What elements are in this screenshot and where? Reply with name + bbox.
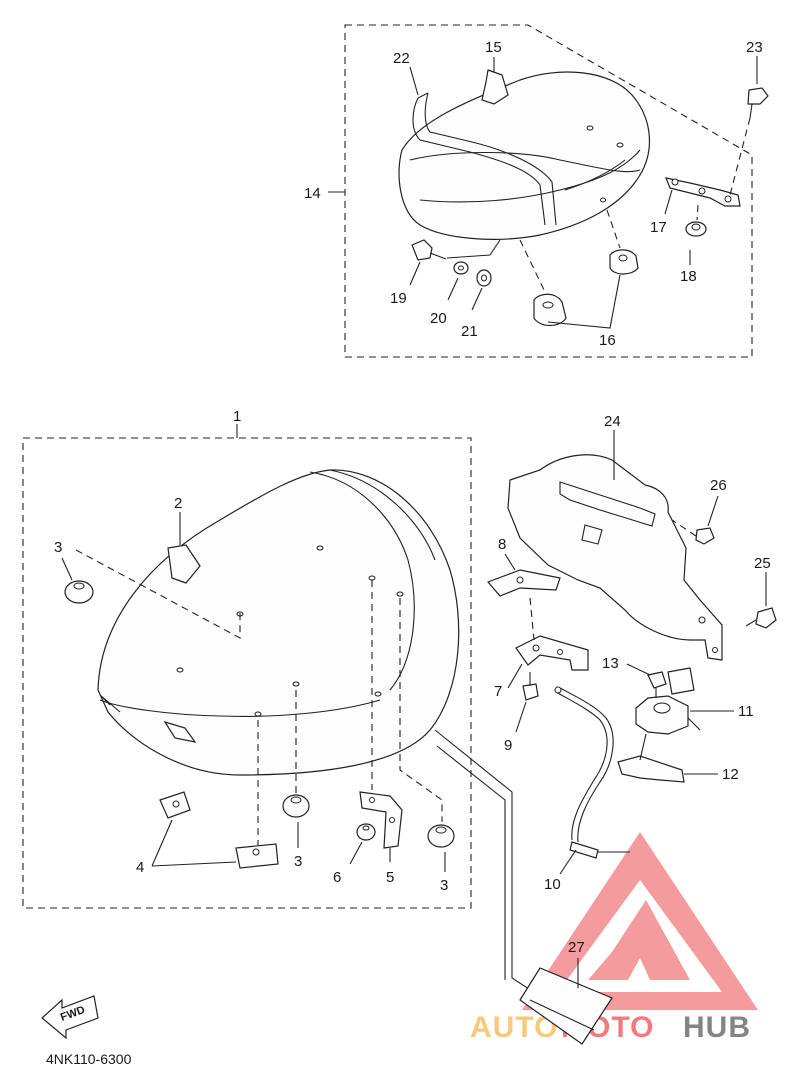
seat-strap-line [434,729,553,1005]
seat-lock-cable [554,686,630,859]
callout-24: 24 [604,413,621,430]
leader-21 [471,287,483,311]
leader-7 [507,663,523,689]
callout-23: 23 [746,39,763,56]
dash-16b [606,209,621,249]
rear-bracket [664,177,741,215]
callout-22: 22 [393,50,410,67]
bolt-23-icon [729,87,769,196]
caution-label-tag [481,69,509,105]
watermark-logo-icon [522,832,758,1010]
nut-4a-icon [159,791,191,819]
callout-2: 2 [174,495,182,512]
dash-18 [696,204,699,221]
dash-3a [75,549,241,639]
callout-8: 8 [498,536,506,553]
bracket-8-icon [486,569,561,597]
screw-13-icon [647,671,667,698]
rear-fender-cover [507,454,723,661]
damper-16b-icon [609,249,639,275]
collar-6-icon [356,823,376,841]
washer-21-icon [476,269,492,287]
group-1-frame [22,437,472,909]
damper-3b-icon [282,794,310,818]
seat-lock-11-icon [635,667,701,735]
forward-arrow-icon: FWD [41,995,99,1040]
callout-12: 12 [722,766,739,783]
callout-27: 27 [568,939,585,956]
leader-22 [409,66,419,96]
dash-3c [399,598,443,822]
leader-19 [409,261,421,286]
leader-16 [547,274,621,329]
seat-strap-27-icon [519,967,613,1045]
callout-15: 15 [485,39,502,56]
leader-9 [515,701,527,733]
callout-26: 26 [710,477,727,494]
callout-21: 21 [461,323,478,340]
callout-11: 11 [738,703,754,720]
bracket-12-icon [617,733,685,783]
callout-3c: 3 [440,877,448,894]
seat-strap-line-2 [436,745,506,980]
leader-26 [707,495,719,527]
bracket-5-icon [359,791,403,849]
leader-3a [61,557,73,581]
bracket-7-icon [515,635,589,671]
callout-16: 16 [599,332,616,349]
callout-25: 25 [754,555,771,572]
diagram-part-code: 4NK110-6300 [46,1051,132,1067]
bolt-9-icon [522,672,539,701]
callout-labels: 1 2 3 3 3 4 5 6 7 8 9 10 11 12 13 14 15 … [54,39,771,956]
callout-9: 9 [504,737,512,754]
bolt-25-icon [745,607,777,629]
leader-13 [626,663,651,676]
damper-16a-icon [533,293,567,327]
callout-14: 14 [304,185,321,202]
bolt-19-icon [411,239,447,261]
damper-3c-icon [427,824,455,848]
seat-label-tag [167,544,201,584]
callout-3b: 3 [294,853,302,870]
callout-10: 10 [544,876,561,893]
callout-20: 20 [430,310,447,327]
callout-1: 1 [233,408,241,425]
dash-16a [519,239,546,293]
leader-6 [349,841,363,865]
passenger-seat [398,71,651,240]
watermark-part-hub: HUB [683,1011,751,1044]
damper-18-icon [685,221,707,237]
leader-20 [447,277,459,301]
grab-bar [412,92,557,226]
callout-3a: 3 [54,539,62,556]
rider-seat [97,469,460,776]
washer-20-icon [453,261,469,275]
callout-4: 4 [136,859,144,876]
callout-5: 5 [386,869,394,886]
callout-19: 19 [390,290,407,307]
watermark-wordmark: AUTO MOTO HUB [470,1011,751,1044]
leader-10 [559,849,577,875]
nut-4b-icon [235,843,279,869]
callout-6: 6 [333,869,341,886]
callout-7: 7 [494,683,502,700]
damper-3a-icon [64,580,94,604]
leader-8 [504,553,516,571]
hint-19 [446,239,501,259]
callout-17: 17 [650,219,667,236]
leader-4 [151,819,237,867]
dash-7 [529,597,535,641]
group-14-frame [344,24,753,358]
callout-18: 18 [680,268,697,285]
bolt-26-icon [671,519,715,545]
callout-13: 13 [602,655,619,672]
